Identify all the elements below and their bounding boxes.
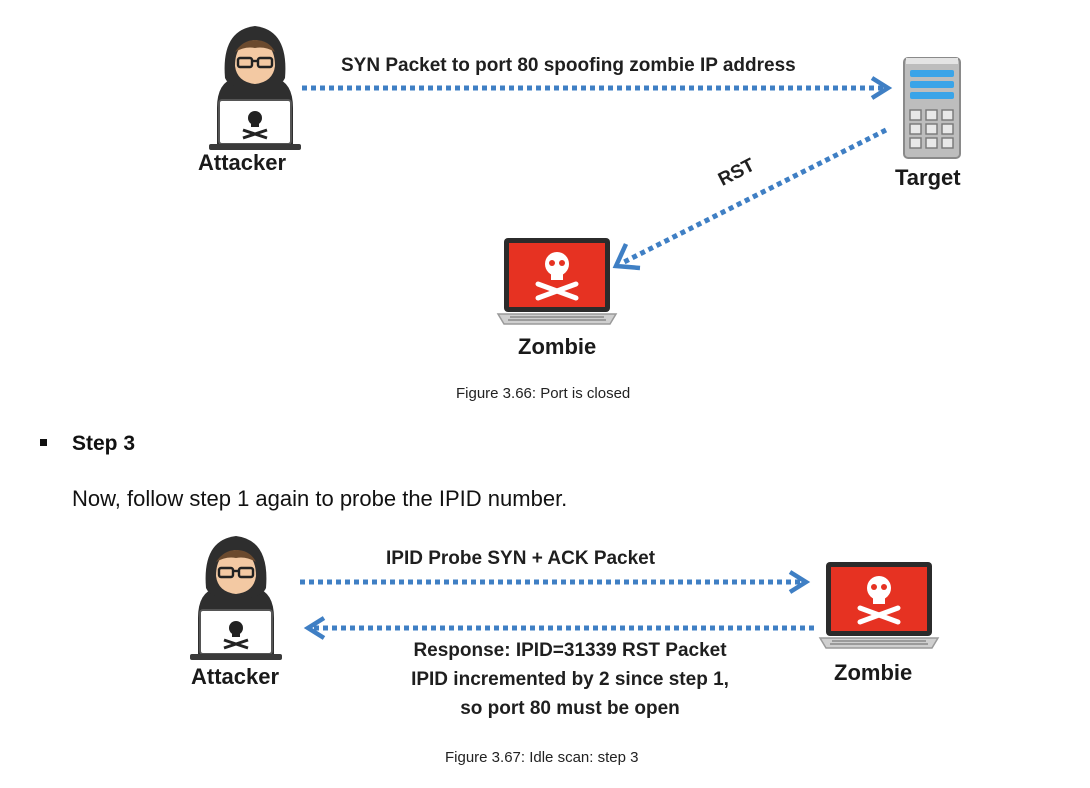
figure-caption: Figure 3.66: Port is closed bbox=[456, 385, 631, 402]
response-line-2: IPID incremented by 2 since step 1, bbox=[411, 669, 729, 690]
zombie-label: Zombie bbox=[518, 334, 597, 359]
syn-arrow bbox=[302, 76, 893, 100]
figure-caption: Figure 3.67: Idle scan: step 3 bbox=[445, 749, 639, 766]
server-icon bbox=[903, 57, 961, 159]
hacker-icon bbox=[190, 536, 282, 660]
response-arrow bbox=[303, 616, 814, 640]
bullet-icon bbox=[40, 439, 47, 446]
response-line-1: Response: IPID=31339 RST Packet bbox=[413, 640, 727, 661]
probe-arrow-label: IPID Probe SYN + ACK Packet bbox=[386, 548, 656, 569]
step-title: Step 3 bbox=[72, 432, 136, 455]
step-description: Now, follow step 1 again to probe the IP… bbox=[72, 486, 568, 511]
attacker-label: Attacker bbox=[191, 664, 280, 689]
rst-arrow bbox=[612, 127, 888, 271]
infected-laptop-icon bbox=[818, 562, 940, 649]
target-label: Target bbox=[895, 165, 961, 190]
response-line-3: so port 80 must be open bbox=[460, 698, 680, 719]
hacker-icon bbox=[209, 26, 301, 150]
response-text: Response: IPID=31339 RST Packet IPID inc… bbox=[360, 636, 780, 723]
attacker-label: Attacker bbox=[198, 150, 287, 175]
probe-arrow bbox=[300, 570, 811, 594]
zombie-label: Zombie bbox=[834, 660, 913, 685]
syn-arrow-label: SYN Packet to port 80 spoofing zombie IP… bbox=[341, 55, 796, 76]
infected-laptop-icon bbox=[496, 238, 618, 325]
